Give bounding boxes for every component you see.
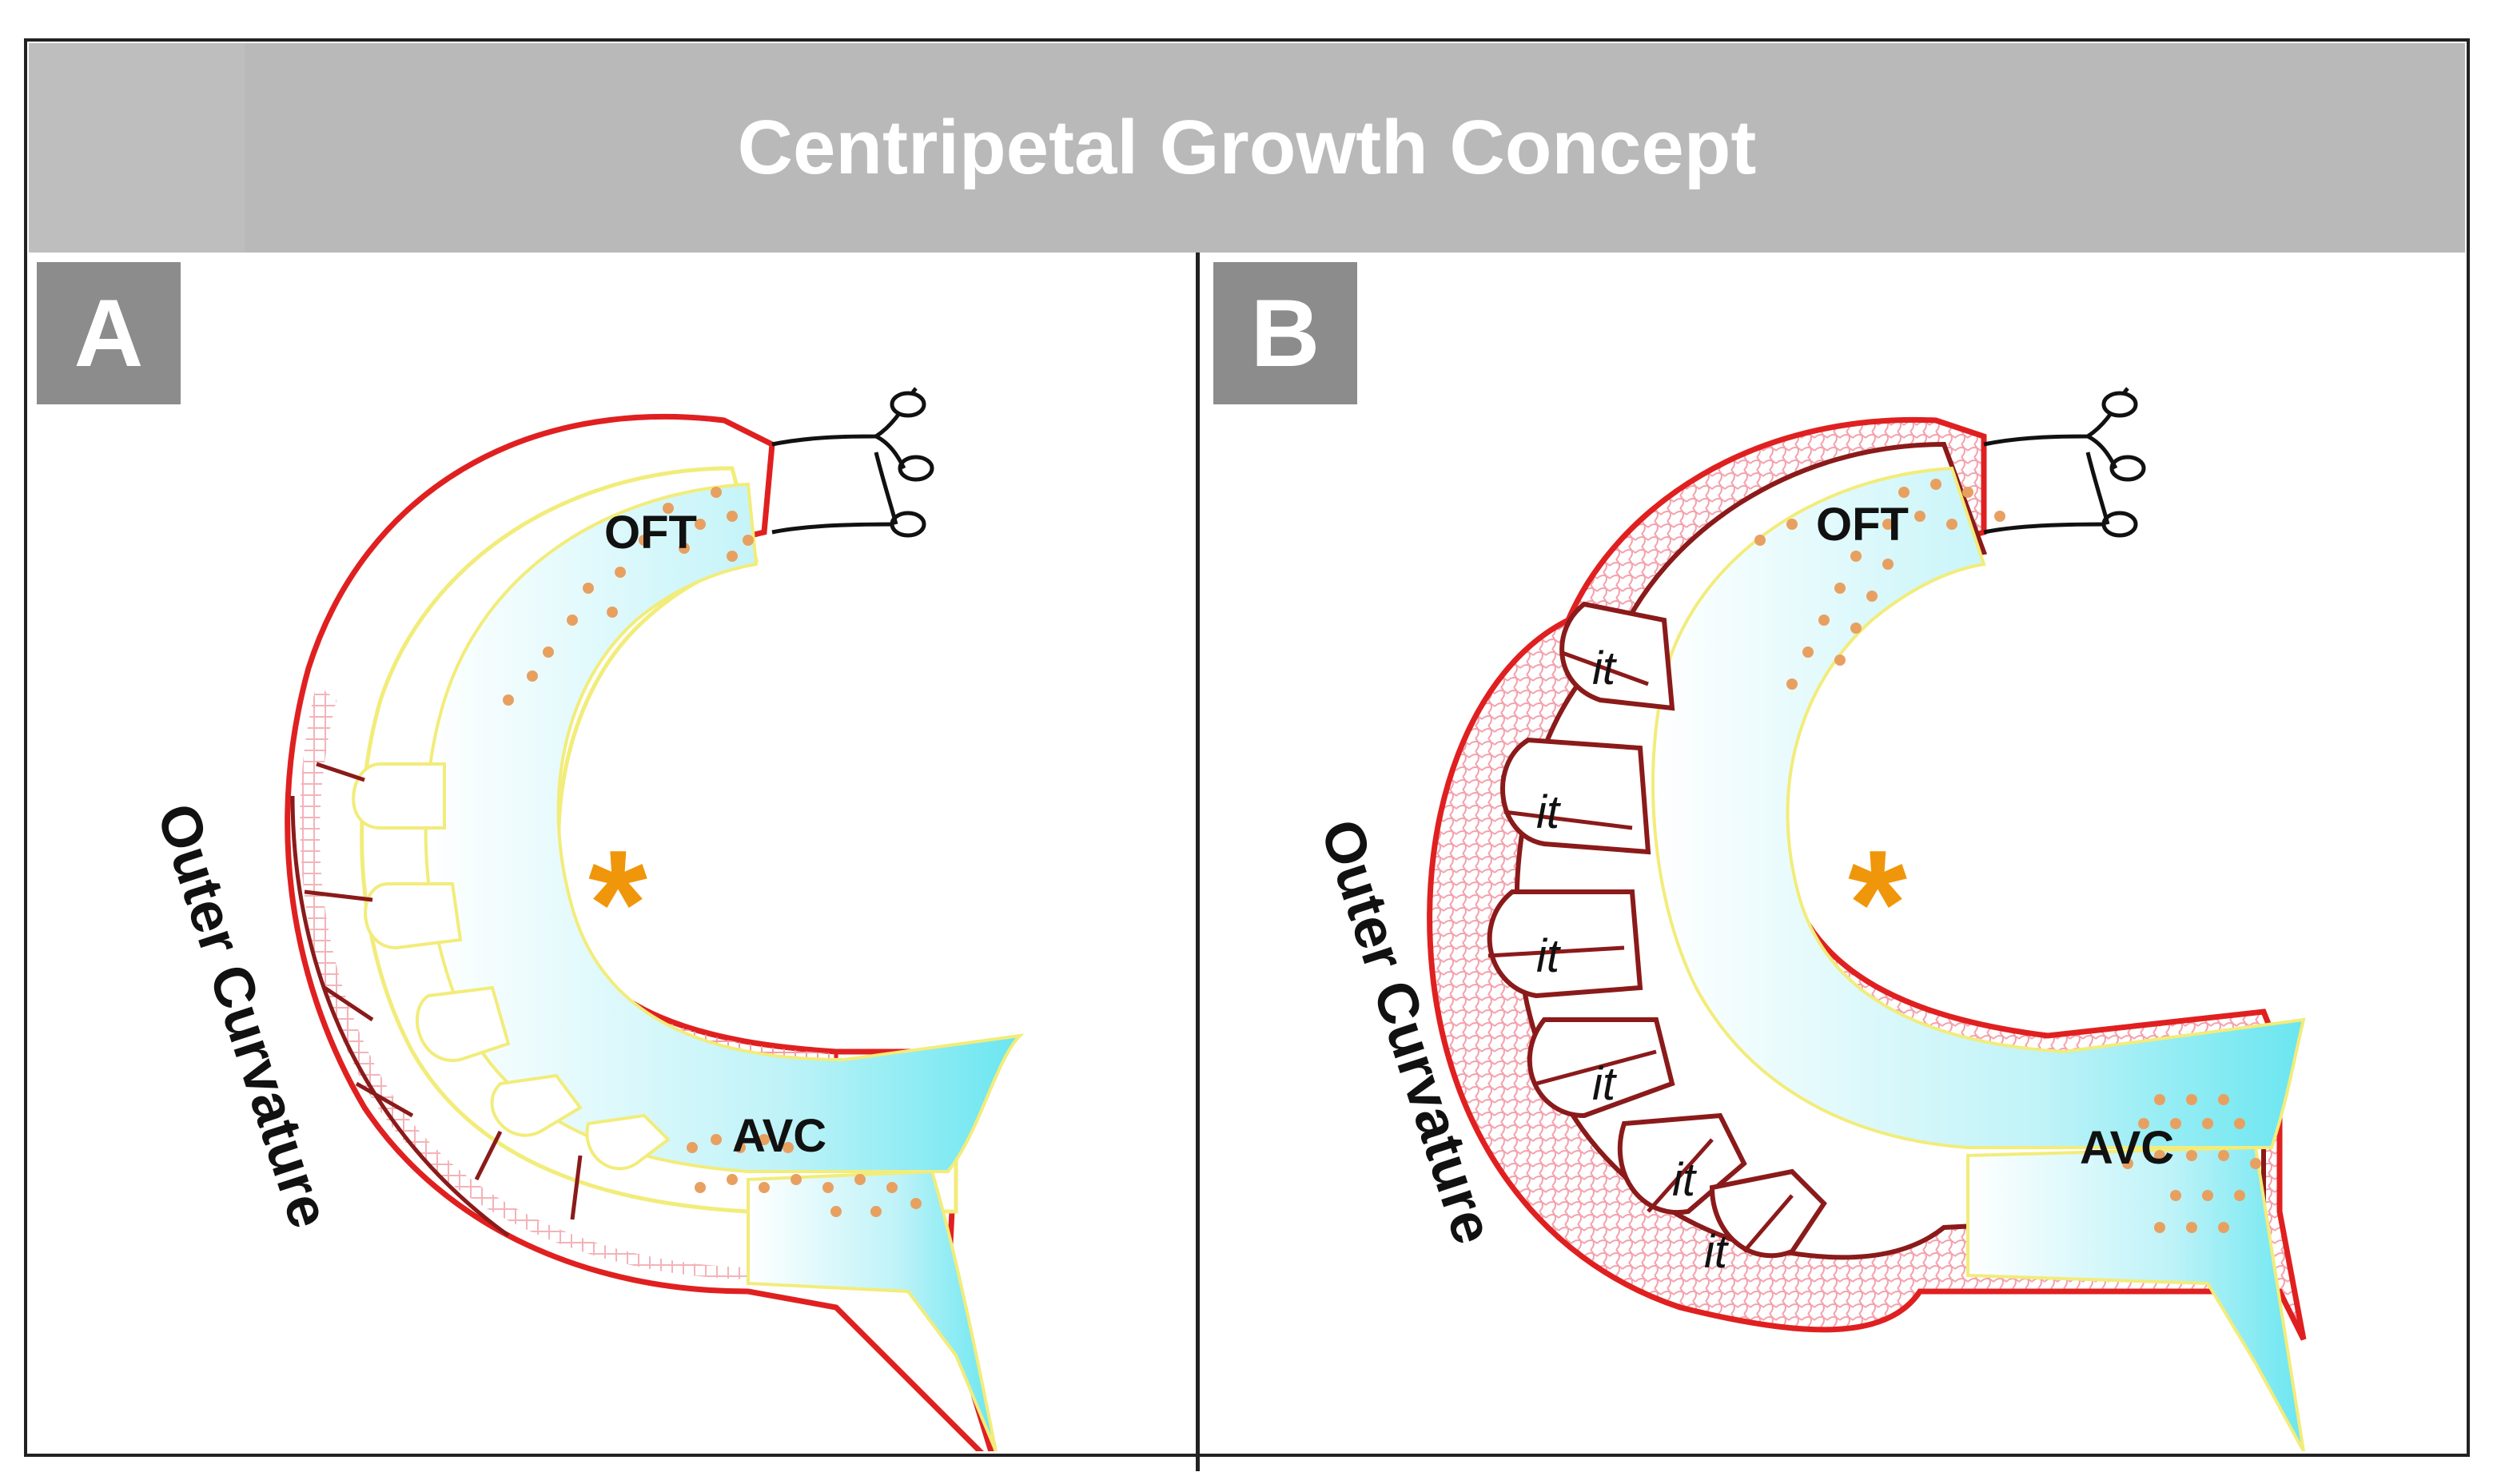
trabecular-ridges <box>352 762 671 1171</box>
avc-lower-lumen <box>747 1169 998 1451</box>
oft-label: OFT <box>604 507 697 559</box>
trabecula-label: it <box>1592 1058 1618 1110</box>
vessel-sprouts <box>290 762 583 1238</box>
avc-label: AVC <box>732 1110 826 1162</box>
trabeculae-labels: it it it it it it <box>1536 643 1730 1278</box>
panel-divider <box>1196 253 1200 1471</box>
heart-lumen <box>1651 466 2306 1149</box>
figure-frame <box>24 38 2470 1457</box>
avc-cushion-dots <box>2122 1094 2261 1233</box>
lumen-asterisk: * <box>1848 819 1907 989</box>
outflow-branches <box>874 391 934 538</box>
avc-cushion-dots <box>687 1134 922 1217</box>
oft-label: OFT <box>1816 499 1909 551</box>
title-banner: Centripetal Growth Concept <box>29 43 2465 253</box>
trabecula-label: it <box>1536 786 1562 838</box>
vessel-sprouts <box>1487 650 1794 1253</box>
panel-b-diagram: OFT AVC * it it it it it it Outer Curvat… <box>1308 387 2307 1451</box>
trabecula-label: it <box>1536 930 1562 982</box>
banner-left-block <box>29 43 245 253</box>
panel-a-diagram: OFT AVC * Outer Curvature <box>145 387 1025 1451</box>
figure-title: Centripetal Growth Concept <box>737 105 1757 190</box>
panel-b-badge: B <box>1213 262 1357 404</box>
lumen-asterisk: * <box>588 819 647 989</box>
avc-lower-lumen <box>1966 1145 2305 1451</box>
compact-myocardium-band <box>300 684 748 1279</box>
heart-lumen <box>424 482 1025 1173</box>
trabecula-label: it <box>1704 1226 1730 1278</box>
outflow-branches <box>2085 391 2146 538</box>
trabecula-label: it <box>1592 643 1618 694</box>
oft-cushion-dots <box>503 487 754 706</box>
oft-cushion-dots <box>1754 479 2005 690</box>
panel-a-badge: A <box>37 262 181 404</box>
trabecula-label: it <box>1672 1154 1698 1206</box>
avc-label: AVC <box>2080 1122 2174 1174</box>
